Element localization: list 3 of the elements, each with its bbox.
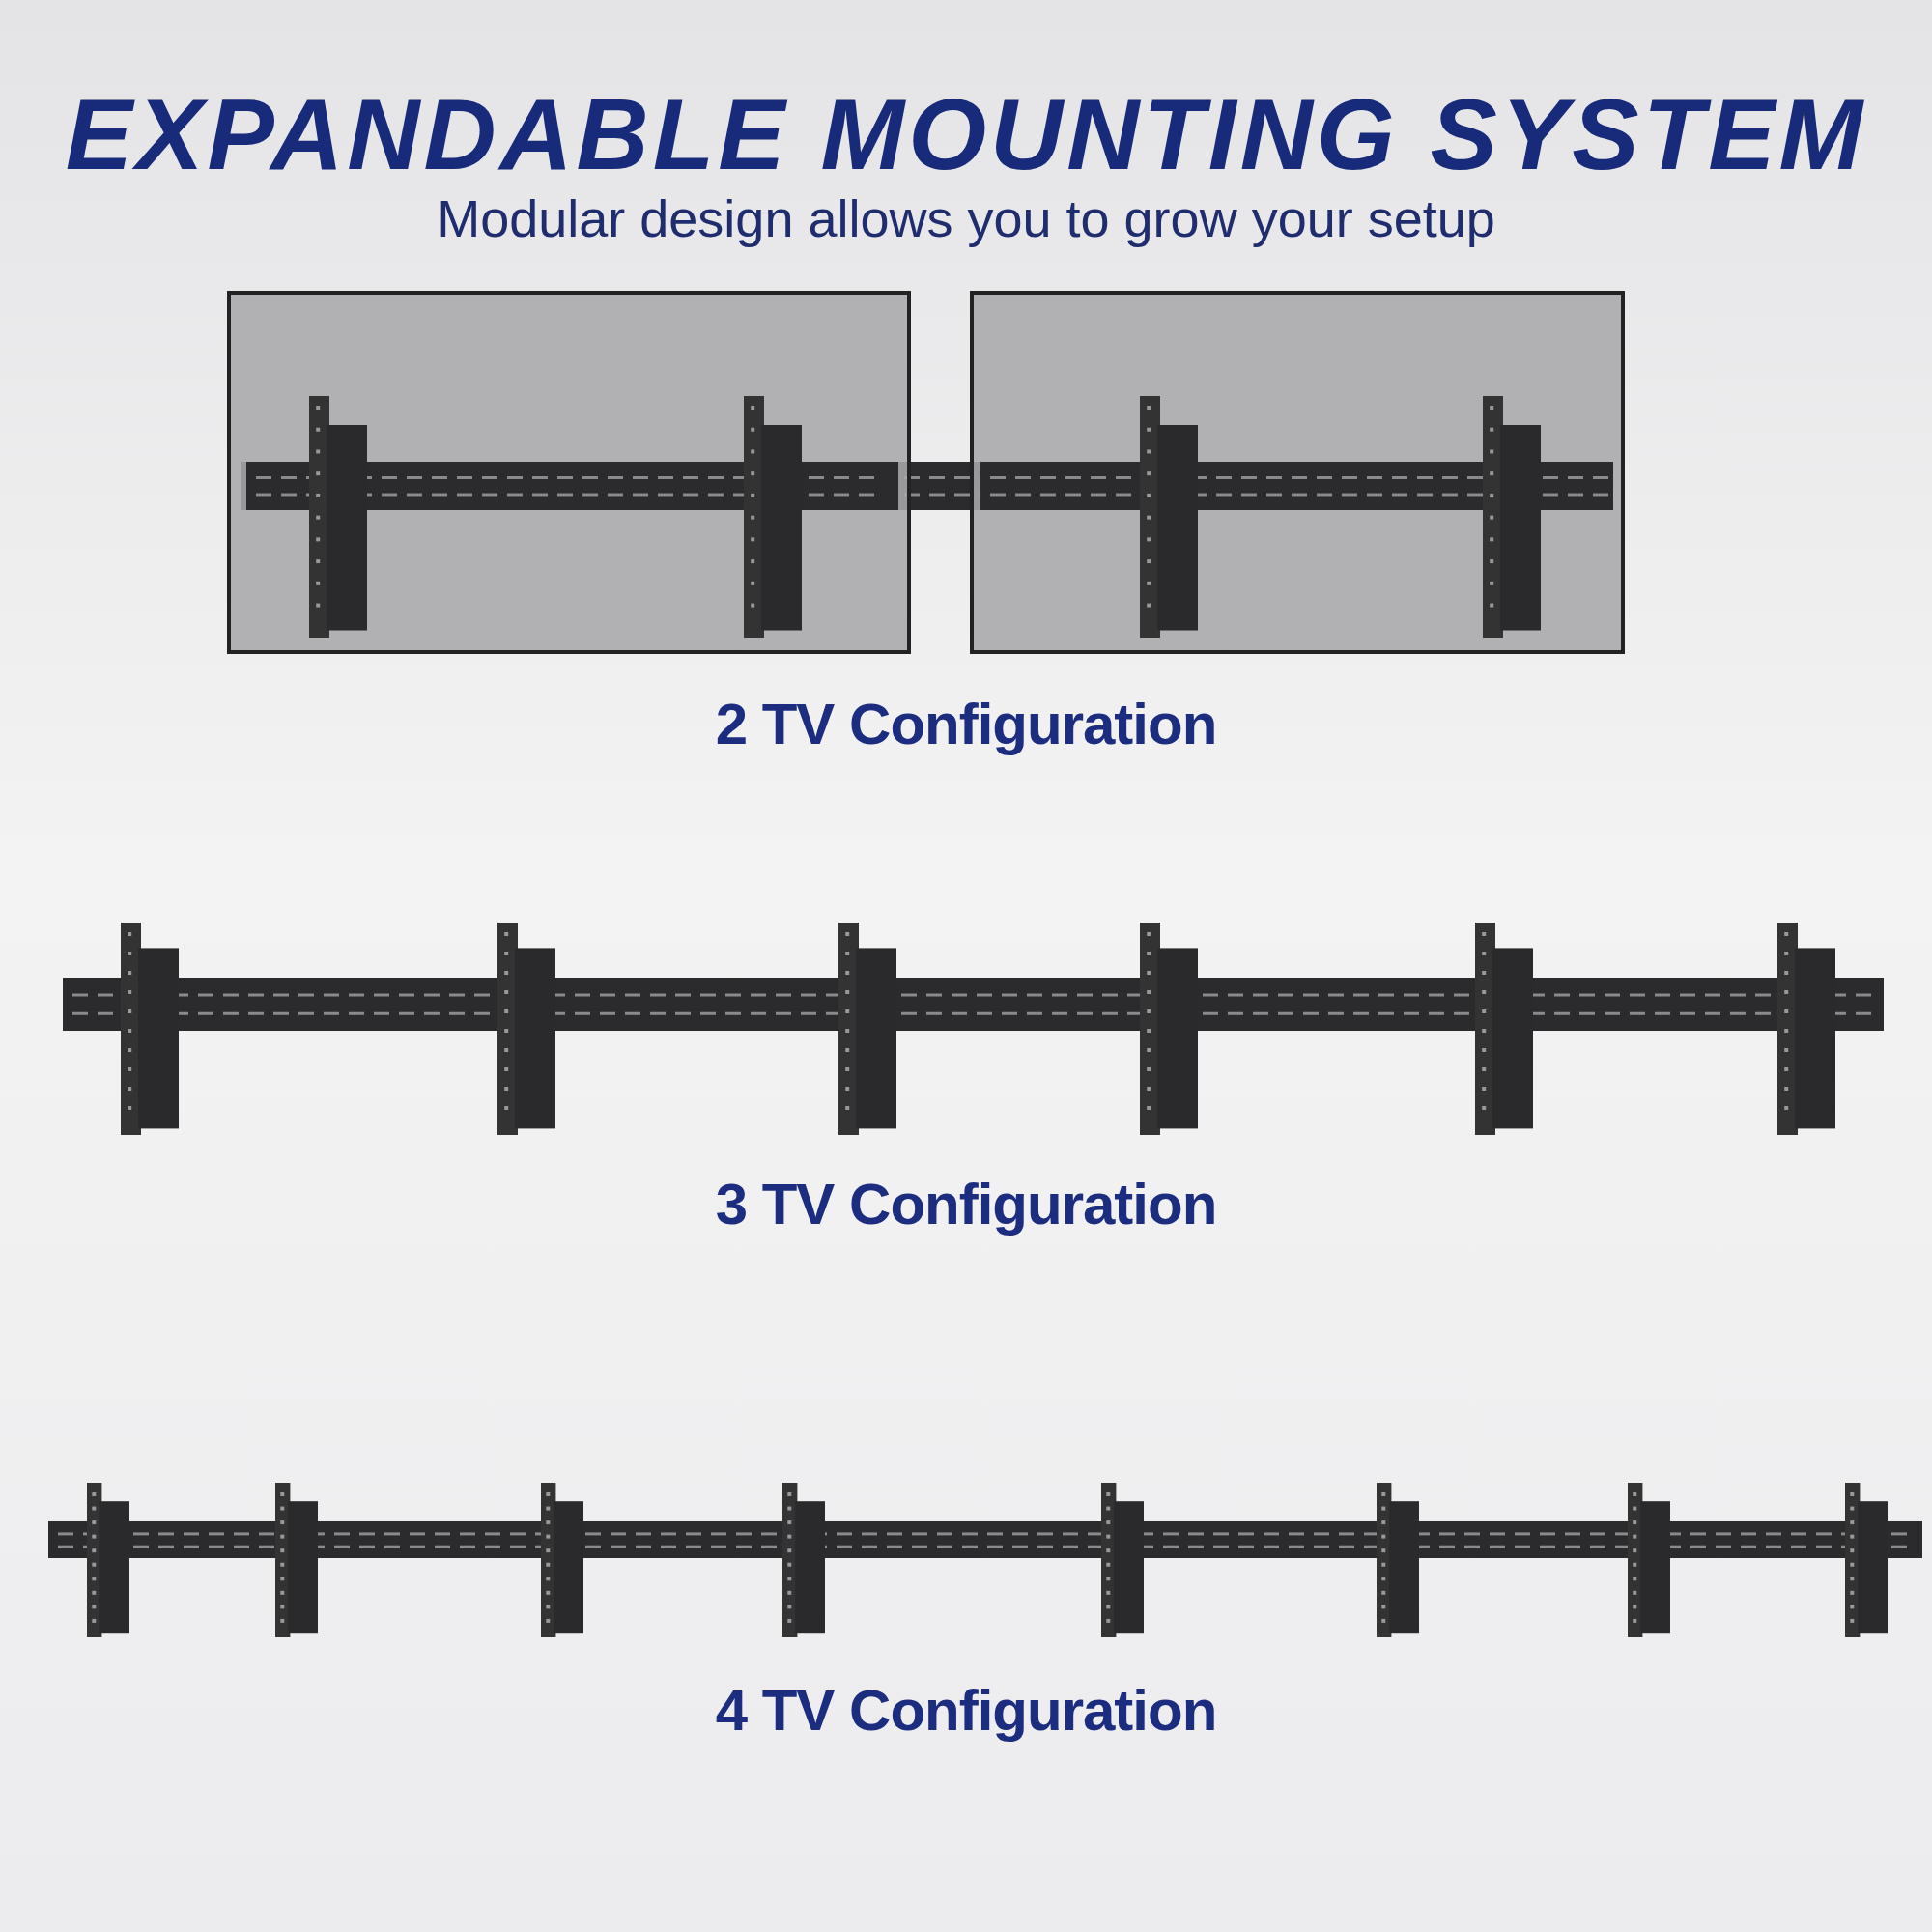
configuration-caption: 2 TV Configuration bbox=[714, 691, 1218, 757]
configuration-caption: 4 TV Configuration bbox=[714, 1677, 1218, 1744]
configuration-caption: 3 TV Configuration bbox=[714, 1171, 1218, 1237]
